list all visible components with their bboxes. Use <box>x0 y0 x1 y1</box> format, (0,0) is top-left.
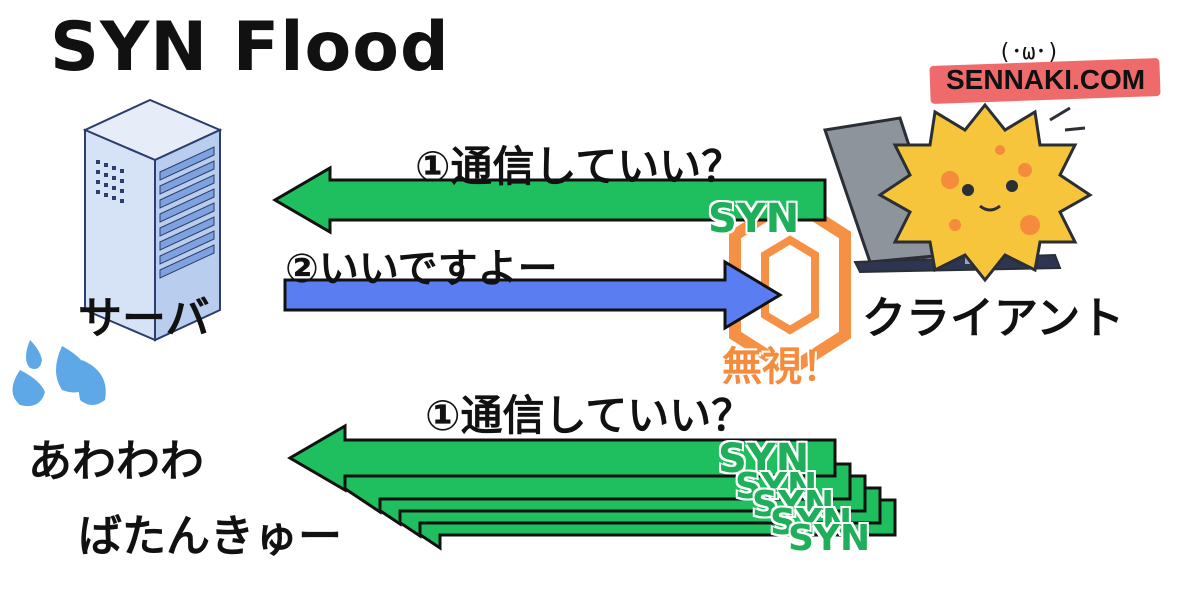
flood-syn-tag: SYN <box>770 502 853 543</box>
ignore-text: 無視！ <box>722 344 842 390</box>
flood-arrows <box>287 423 897 551</box>
page-title: SYN Flood <box>50 8 450 87</box>
sweat-drops-icon <box>12 340 106 407</box>
server-label: サーバ <box>78 293 210 344</box>
reply-text: ②いいですよー <box>285 246 558 292</box>
flood-syn-tag: SYN <box>752 484 835 525</box>
client-label: クライアント <box>862 293 1125 344</box>
syn-tag-top: SYN <box>708 196 800 242</box>
syn-tag-bottom: SYN <box>718 436 810 482</box>
request-text-bottom: ①通信していい？ <box>425 391 754 440</box>
server-icon <box>82 98 223 342</box>
brand-site: SENNAKI.COM <box>946 64 1146 95</box>
brand-face: (･ω･) <box>998 40 1060 65</box>
syn-arrow-top <box>272 165 827 235</box>
sun-mascot-icon <box>877 102 1093 283</box>
request-text-top: ①通信していい？ <box>415 142 744 191</box>
flood-syn-tag: SYN <box>788 518 871 559</box>
flood-syn-tag: SYN <box>735 466 818 507</box>
panic-line-2: ばたんきゅー <box>78 511 342 562</box>
panic-line-1: あわわわ <box>28 436 204 487</box>
reply-arrow <box>283 259 783 331</box>
